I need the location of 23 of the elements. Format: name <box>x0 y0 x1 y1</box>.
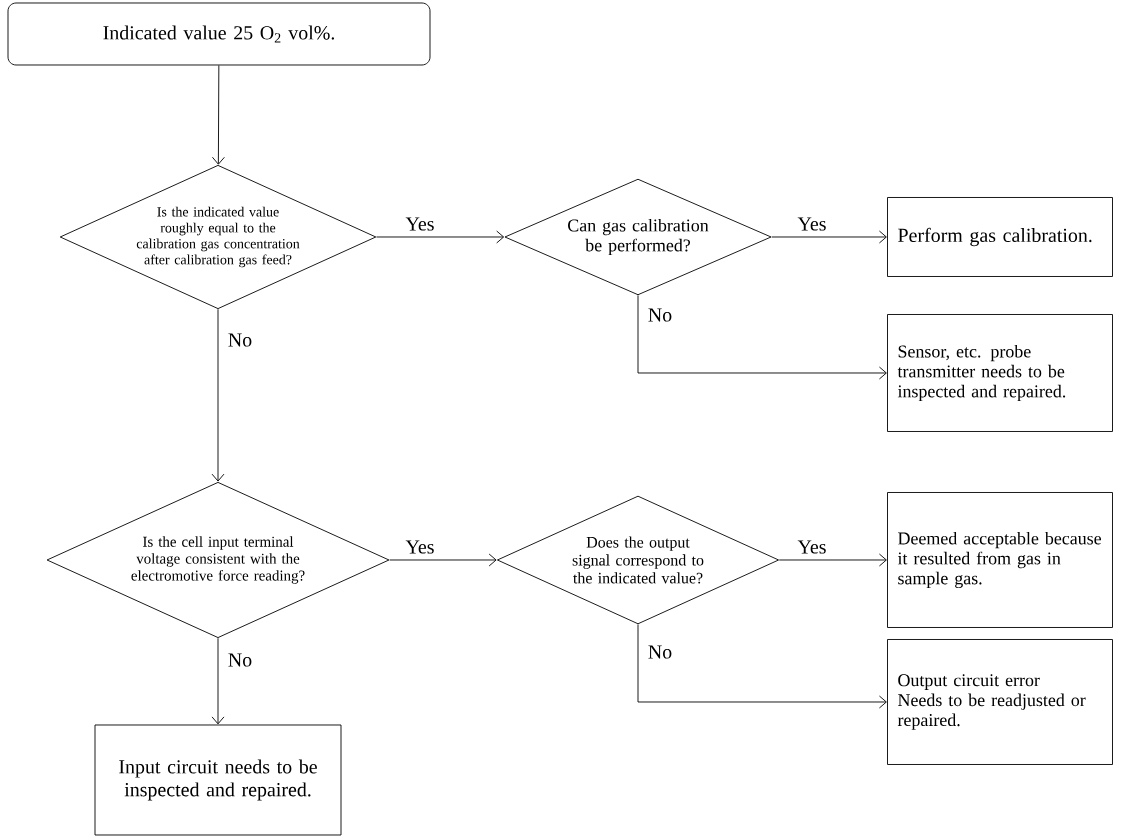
arrow <box>211 637 225 725</box>
edge-label: Yes <box>405 217 434 231</box>
edge-label: Yes <box>797 540 826 554</box>
arrow <box>771 230 887 244</box>
process-box: Sensor, etc. probe transmitter needs to be inspected and repaired. <box>887 314 1113 432</box>
edge-label: Yes <box>797 217 826 231</box>
edge-label: No <box>648 308 672 322</box>
process-box: Output circuit error Needs to be readjusted or repaired. <box>887 639 1113 765</box>
arrow <box>637 294 887 380</box>
arrow <box>778 553 887 567</box>
arrow <box>211 65 225 165</box>
arrow <box>211 308 225 482</box>
start-box: Indicated value 25 O$_{2}$ vol%. <box>7 2 431 66</box>
process-box: Perform gas calibration. <box>887 197 1113 277</box>
edge-label: No <box>228 653 252 667</box>
edge-label: No <box>228 333 252 347</box>
edge-label: No <box>648 645 672 659</box>
arrow <box>375 230 505 244</box>
arrow <box>389 553 497 567</box>
edge-label: Yes <box>405 540 434 554</box>
process-box: Deemed acceptable because it resulted from gas in sample gas. <box>887 492 1113 628</box>
process-box: Input circuit needs to be inspected and repaired. <box>94 724 342 836</box>
arrow <box>637 623 887 709</box>
